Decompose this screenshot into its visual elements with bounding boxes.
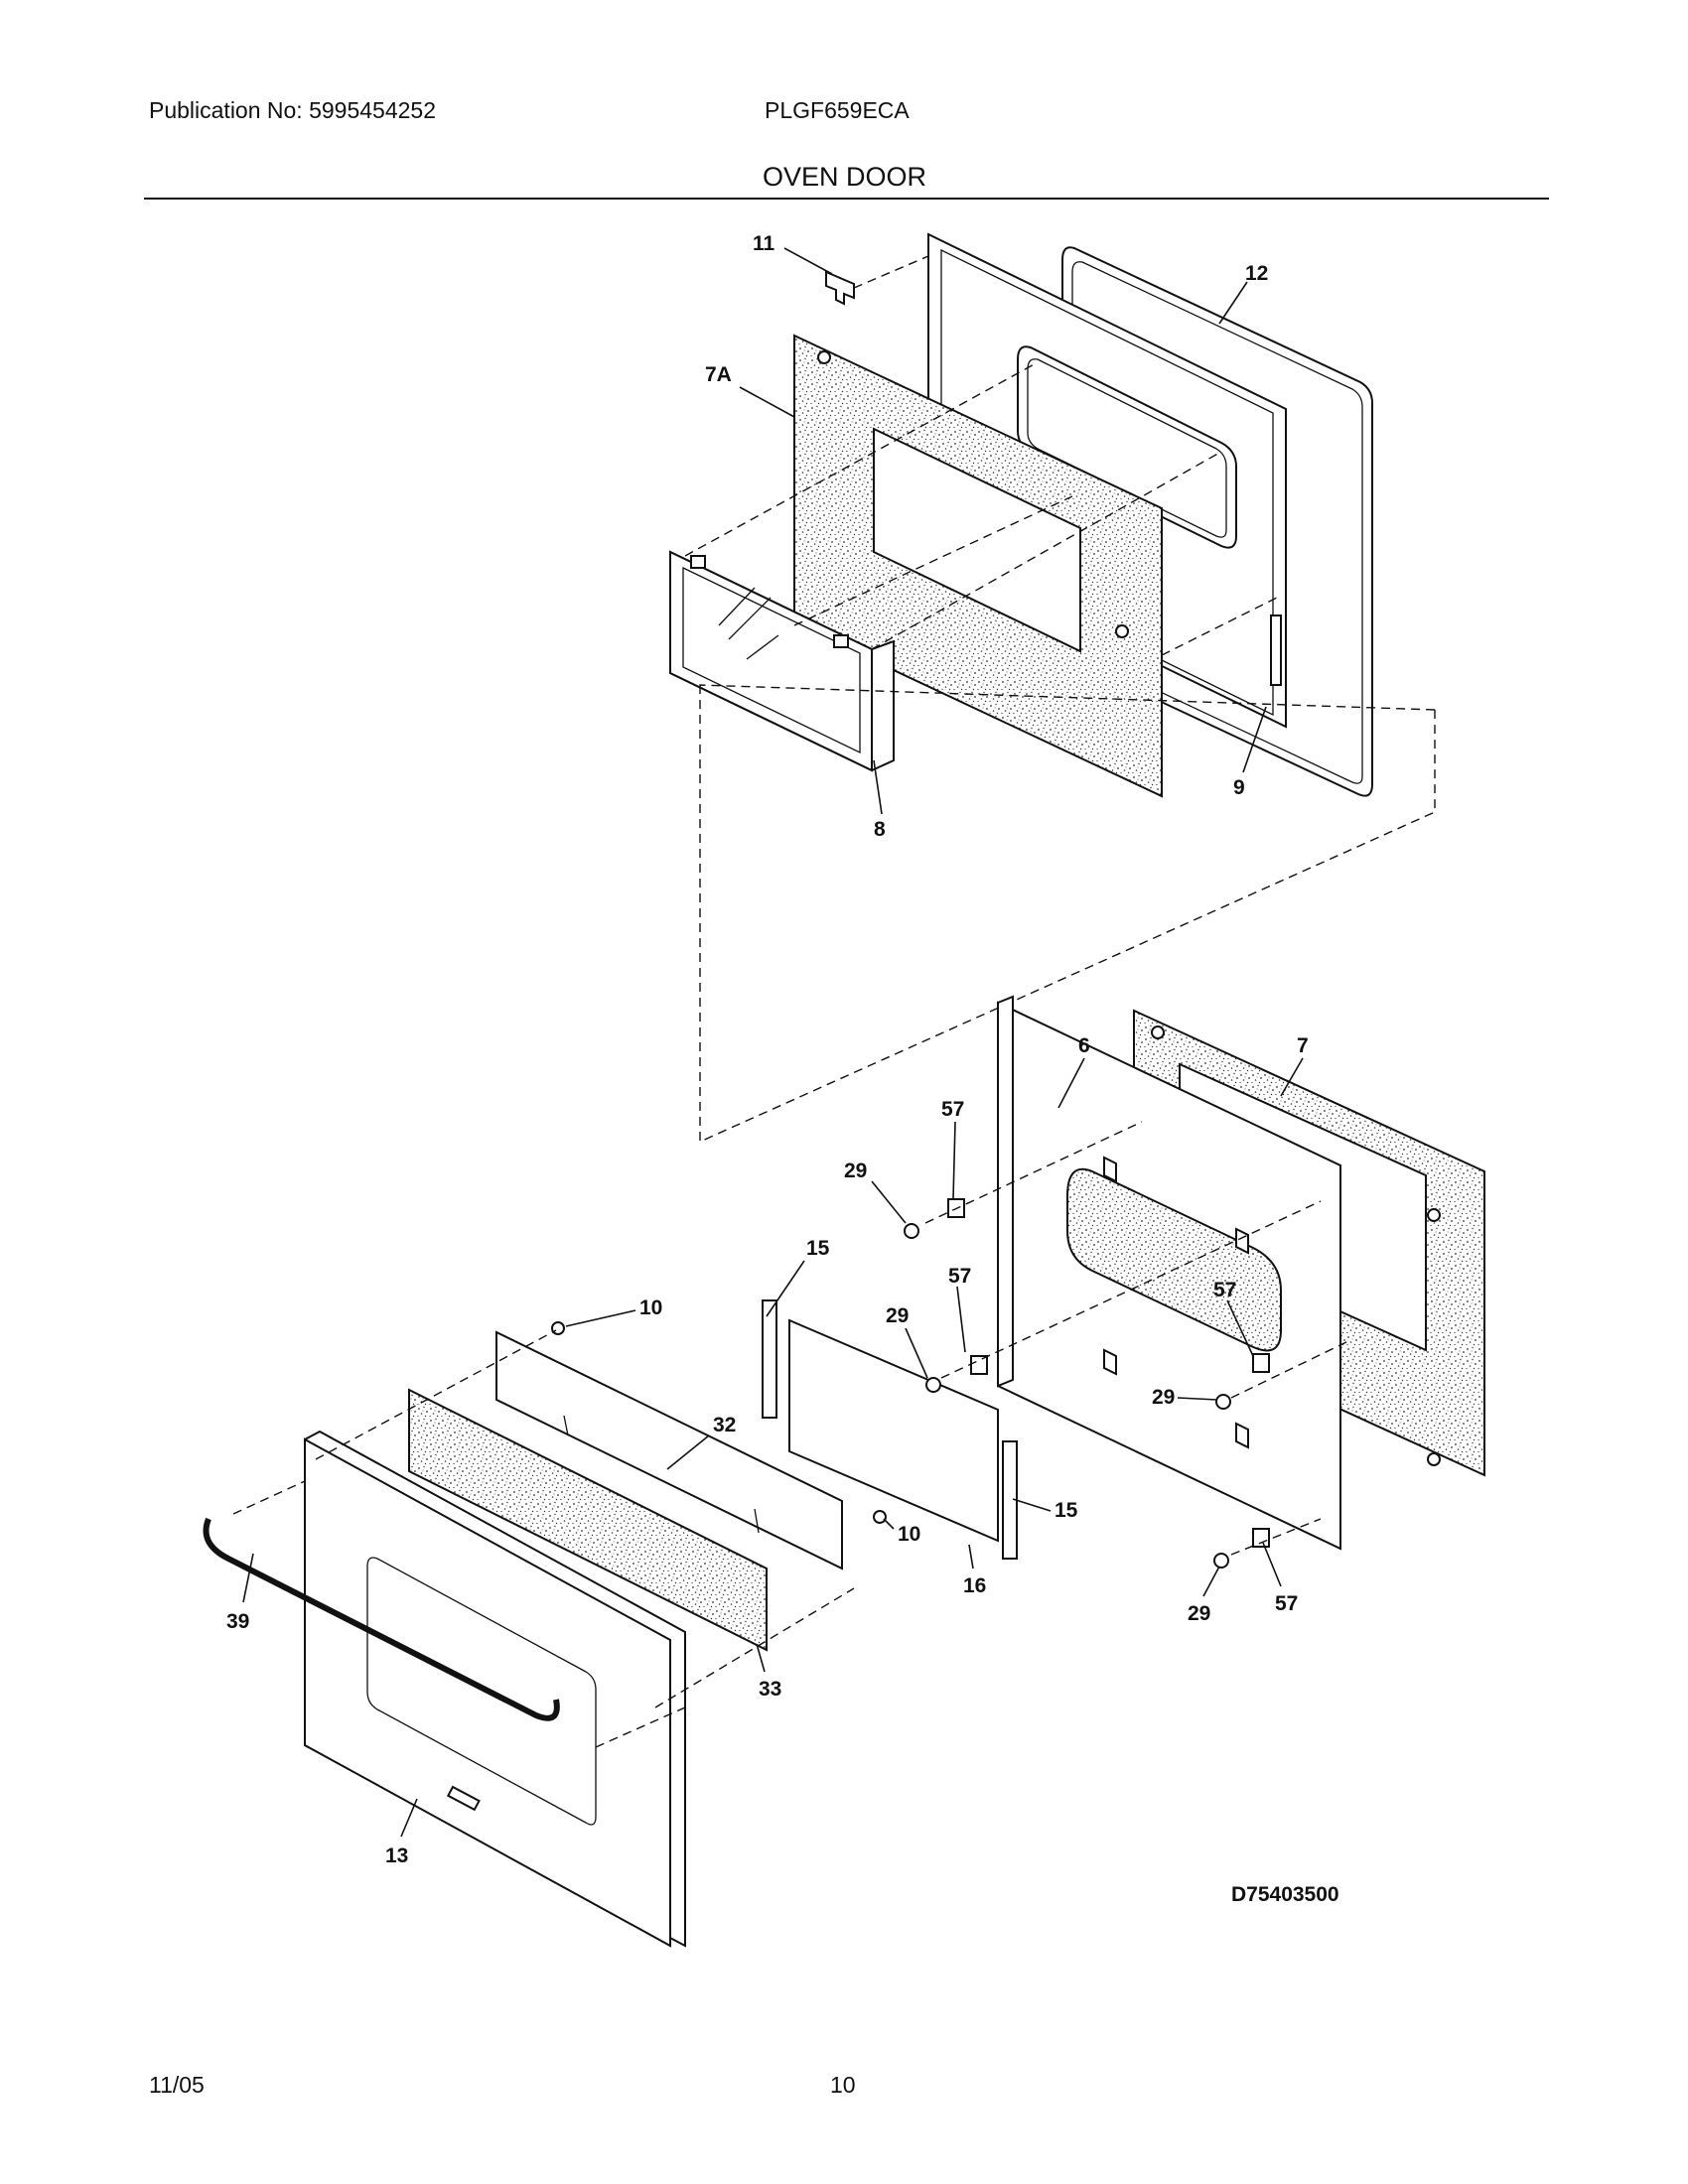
label-part-12: 12 xyxy=(1245,262,1268,285)
leader-lines xyxy=(242,247,1304,1838)
label-part-57-d: 57 xyxy=(1275,1592,1298,1615)
label-part-29-b: 29 xyxy=(886,1304,909,1327)
label-part-15-b: 15 xyxy=(1055,1499,1078,1522)
diagram-code: D75403500 xyxy=(1231,1883,1339,1906)
label-part-29-d: 29 xyxy=(1188,1602,1210,1625)
part-39-handle xyxy=(203,1517,560,1721)
label-part-6: 6 xyxy=(1078,1034,1090,1057)
part-32-frame xyxy=(495,1330,843,1570)
label-part-8: 8 xyxy=(874,818,886,841)
header-rule xyxy=(144,198,1549,200)
label-part-33: 33 xyxy=(759,1678,781,1701)
label-part-29-a: 29 xyxy=(844,1160,867,1182)
label-part-29-c: 29 xyxy=(1152,1386,1175,1409)
lower-guide-lines xyxy=(232,1121,1351,1748)
label-part-32: 32 xyxy=(713,1414,736,1436)
fasteners xyxy=(551,1198,1270,1569)
upper-guide-lines xyxy=(684,255,1282,656)
label-part-16: 16 xyxy=(963,1574,986,1597)
publication-number: Publication No: 5995454252 xyxy=(149,97,437,123)
label-part-13: 13 xyxy=(385,1844,408,1867)
label-part-57-a: 57 xyxy=(941,1098,964,1121)
label-part-9: 9 xyxy=(1233,776,1245,799)
assembly-guide-box xyxy=(699,684,1436,1144)
label-part-7: 7 xyxy=(1297,1034,1309,1057)
part-6-inner-panel xyxy=(997,995,1341,1551)
page-number: 10 xyxy=(830,2072,856,2098)
model-number: PLGF659ECA xyxy=(765,97,910,123)
label-part-11: 11 xyxy=(753,232,775,255)
label-part-57-c: 57 xyxy=(1213,1279,1236,1301)
part-33-insulation xyxy=(408,1388,768,1652)
label-part-10-a: 10 xyxy=(639,1297,662,1319)
label-part-39: 39 xyxy=(226,1610,249,1633)
footer-date: 11/05 xyxy=(149,2072,205,2098)
label-part-10-b: 10 xyxy=(898,1523,920,1546)
part-15-bracket-left xyxy=(762,1299,777,1419)
label-part-7a: 7A xyxy=(705,363,732,386)
part-11-clip xyxy=(825,270,855,306)
label-part-57-b: 57 xyxy=(948,1265,971,1288)
page-title: OVEN DOOR xyxy=(763,162,927,192)
label-part-15-a: 15 xyxy=(806,1237,830,1260)
